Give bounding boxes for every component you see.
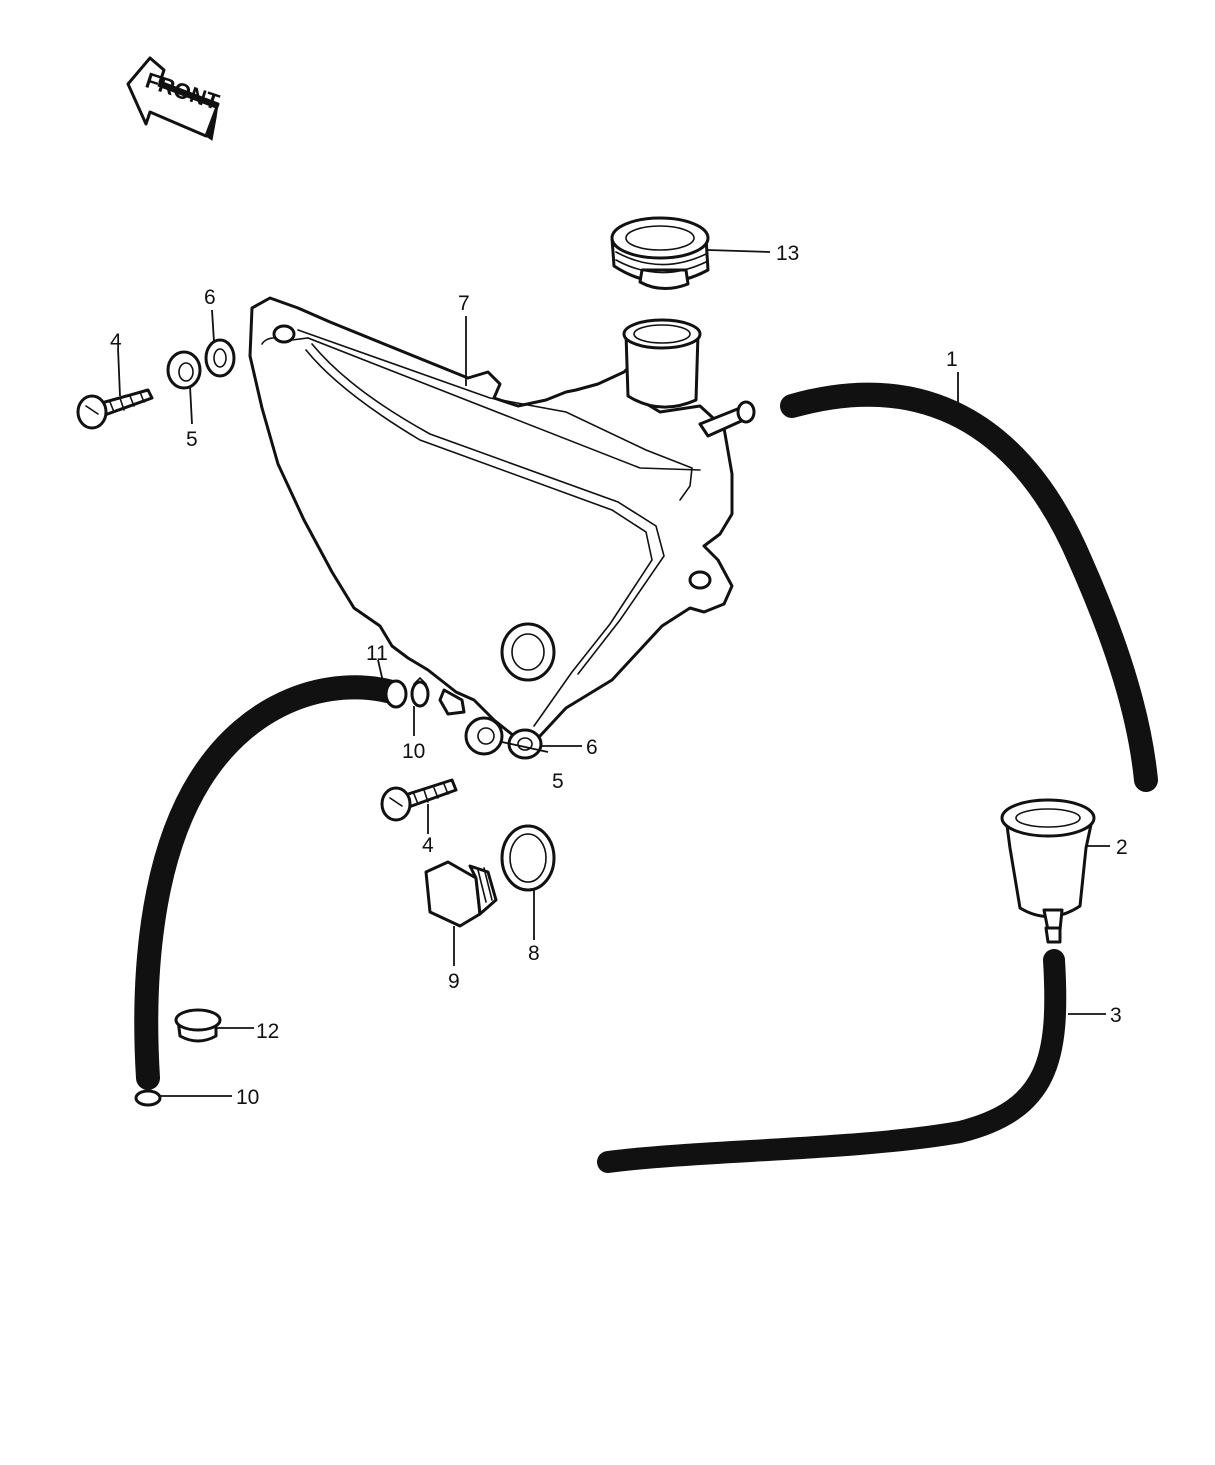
hose-3 <box>597 949 1067 1173</box>
callout-4-upper: 4 <box>110 330 122 353</box>
hose-3-fill <box>600 952 1064 1170</box>
clamp-lower <box>134 1089 162 1107</box>
callout-4-lower: 4 <box>422 834 434 857</box>
leader-5-upper <box>189 385 193 425</box>
washer-upper-outer <box>204 338 236 378</box>
bottle-outlet-tip <box>1044 926 1062 944</box>
cap-base <box>638 268 690 290</box>
tank-bottom-nipple <box>438 688 466 716</box>
callout-11: 11 <box>366 642 388 665</box>
collar-upper-hole <box>178 362 194 382</box>
drain-plug <box>424 860 498 928</box>
callout-3: 3 <box>1110 1004 1122 1027</box>
clamp-upper <box>410 676 430 708</box>
hose-11-end <box>384 679 408 709</box>
reservoir-tank <box>248 296 756 738</box>
bolt-lower <box>380 778 458 822</box>
tank-mount-hole-right <box>688 570 712 590</box>
callouts: 1 2 3 4 4 5 5 6 6 7 8 9 10 10 11 12 13 <box>110 242 1128 1109</box>
collar-upper-outer <box>166 350 202 390</box>
collar-lower-outer <box>464 716 504 756</box>
callout-8: 8 <box>528 942 540 965</box>
tank-upper-edge <box>297 329 693 501</box>
leader-4-upper <box>117 347 121 397</box>
leader-lines <box>117 249 1110 1097</box>
cap-groove-2 <box>615 259 707 274</box>
callout-2: 2 <box>1116 836 1128 859</box>
leader-13 <box>707 249 771 253</box>
hose-11-fill <box>137 678 401 1087</box>
cap-top <box>610 216 710 260</box>
cap-groove-1 <box>615 251 707 266</box>
clamp-lower-ring <box>134 1089 162 1107</box>
bolt-upper <box>76 388 154 430</box>
washer-upper <box>204 338 236 378</box>
callout-7: 7 <box>458 292 470 315</box>
bottle-rim <box>1000 798 1096 838</box>
hose-1 <box>780 382 1158 792</box>
callout-6-lower: 6 <box>586 736 598 759</box>
leader-5-lower <box>501 741 549 753</box>
tank-overflow-nipple-end <box>736 400 756 424</box>
leader-11 <box>377 659 385 687</box>
callout-6-upper: 6 <box>204 286 216 309</box>
collar-lower-hole <box>477 727 495 745</box>
grommet-top <box>174 1008 222 1032</box>
catch-bottle <box>1000 798 1096 944</box>
leader-6-upper <box>211 309 215 343</box>
gasket <box>500 824 556 892</box>
callout-5-upper: 5 <box>186 428 198 451</box>
bolt-upper-head <box>76 394 108 430</box>
tank-inner-panel-shadow <box>311 343 665 675</box>
hose-11 <box>134 675 408 1090</box>
tank-filler-neck <box>624 332 700 409</box>
cap-top-inner <box>625 225 695 251</box>
drain-plug-thread-lines <box>477 867 493 903</box>
bolt-lower-slot <box>389 797 403 807</box>
callout-9: 9 <box>448 970 460 993</box>
callout-5-lower: 5 <box>552 770 564 793</box>
callout-10-upper: 10 <box>402 740 425 763</box>
bolt-lower-head <box>380 786 412 822</box>
collar-lower <box>464 716 504 756</box>
callout-13: 13 <box>776 242 799 265</box>
washer-upper-hole <box>213 348 227 368</box>
washer-lower-hole <box>517 737 533 751</box>
collar-upper <box>166 350 202 390</box>
tank-filler-opening <box>633 324 691 344</box>
tank-drain-boss-inner <box>511 633 545 671</box>
tank-drain-boss <box>500 622 556 682</box>
clamp-upper-tab <box>413 676 427 685</box>
callout-1: 1 <box>946 348 958 371</box>
hose-1-fill <box>783 385 1155 789</box>
tank-inner-panel <box>305 349 653 727</box>
gasket-inner <box>509 833 547 883</box>
cap <box>610 216 710 290</box>
grommet <box>174 1008 222 1043</box>
clamp-upper-ring <box>410 680 430 708</box>
front-arrow: FRONT <box>126 56 223 141</box>
bolt-upper-slot <box>85 405 99 415</box>
bolt-lower-thread <box>413 783 449 805</box>
bottle-opening <box>1015 808 1081 828</box>
callout-10-lower: 10 <box>236 1086 259 1109</box>
bolt-upper-thread <box>109 391 145 413</box>
hose-3-outline <box>597 949 1067 1173</box>
front-arrow-shadow <box>157 69 219 141</box>
callout-12: 12 <box>256 1020 279 1043</box>
tank-mount-hole-top <box>272 324 296 344</box>
